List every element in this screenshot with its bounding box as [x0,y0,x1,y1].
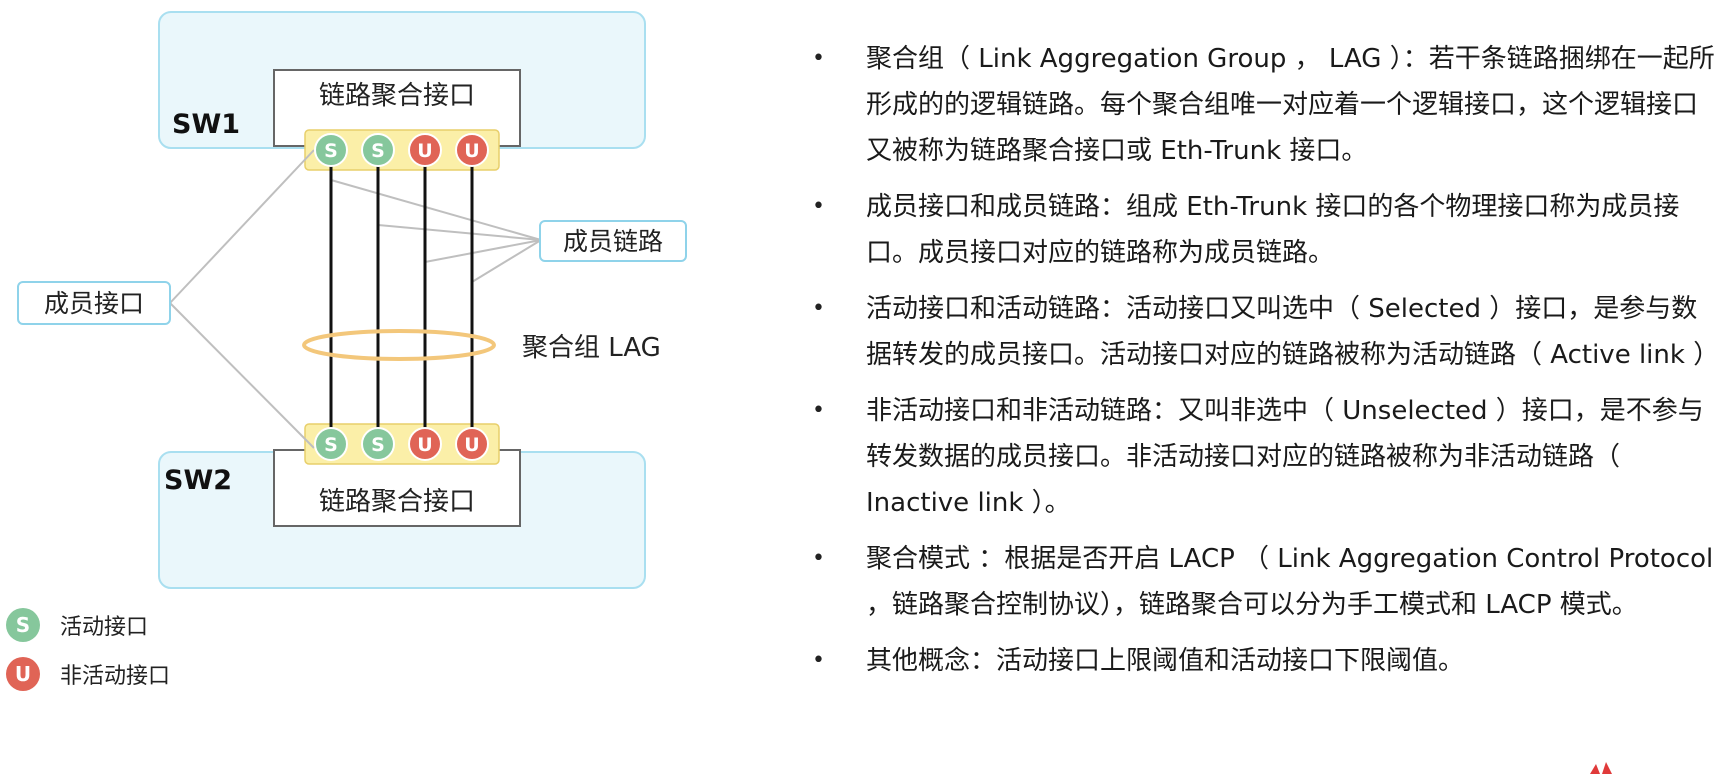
sw2-label: SW2 [164,465,232,496]
sw1-port-4-label: U [464,140,479,162]
bullet-icon: • [812,546,825,571]
lag-ellipse [302,329,496,361]
sw2-interface-label: 链路聚合接口 [319,487,475,517]
member-interface-callout [17,281,171,325]
sw1-port-strip [304,129,500,171]
sw1-port-1-active-icon [314,133,348,167]
member-link-pointer [471,239,542,283]
inactive-port-icon: U [6,657,40,691]
member-interface-pointer-bottom [169,302,315,449]
member-interface-pointer-top [169,149,315,304]
definition-text: 其他概念：活动接口上限阈值和活动接口下限阈值。 [866,646,1465,676]
definition-text: 成员接口和成员链路：组成 Eth-Trunk 接口的各个物理接口称为成员接口。成… [866,192,1680,268]
definition-item: • 聚合组（ Link Aggregation Group ， LAG ）：若干条… [800,36,1720,174]
sw2-port-3-label: U [417,434,432,456]
definition-item: • 其他概念：活动接口上限阈值和活动接口下限阈值。 [800,638,1720,684]
member-link-callout [539,220,687,262]
legend-active: S 活动接口 [6,607,148,643]
definition-item: • 成员接口和成员链路：组成 Eth-Trunk 接口的各个物理接口称为成员接口。… [800,184,1720,276]
sw1-port-4-inactive-icon [455,133,489,167]
bullet-icon: • [812,398,825,423]
sw1-port-2-label: S [371,140,385,162]
sw1-interface-label: 链路聚合接口 [319,81,475,111]
sw1-port-2-active-icon [361,133,395,167]
sw2-port-4-inactive-icon [455,427,489,461]
sw1-port-3-inactive-icon [408,133,442,167]
member-link-pointer [377,224,542,241]
bullet-icon: • [812,194,825,219]
member-link-label: 成员链路 [563,227,663,256]
lag-diagram: 链路聚合接口 链路聚合接口 SW1 SW2 聚合组 LAG 成员链路 成员接口 … [17,11,687,589]
definition-list: • 聚合组（ Link Aggregation Group ， LAG ）：若干条… [800,36,1720,694]
sw1-port-1-label: S [324,140,338,162]
logo-mark-icon [1590,762,1612,774]
definition-item: • 聚合模式 ：根据是否开启 LACP （ Link Aggregation Co… [800,536,1720,628]
bullet-icon: • [812,296,825,321]
definition-text: 聚合模式 ：根据是否开启 LACP （ Link Aggregation Con… [866,544,1714,620]
member-link-pointer [424,239,542,263]
definition-text: 聚合组（ Link Aggregation Group ， LAG ）：若干条链… [866,44,1715,166]
lag-label: 聚合组 LAG [522,333,661,363]
sw2-port-4-label: U [464,434,479,456]
legend-inactive-label: 非活动接口 [60,664,171,689]
legend-active-label: 活动接口 [60,615,149,640]
bullet-icon: • [812,46,825,71]
member-link-pointer [330,179,542,241]
sw2-port-1-label: S [324,434,338,456]
definition-text: 活动接口和活动链路：活动接口又叫选中（ Selected ）接口，是参与数据转发… [866,294,1720,370]
sw2-port-2-label: S [371,434,385,456]
definition-item: • 非活动接口和非活动链路：又叫非选中（ Unselected ）接口，是不参与转… [800,388,1720,526]
bullet-icon: • [812,648,825,673]
sw1-label: SW1 [172,109,240,140]
definition-text: 非活动接口和非活动链路：又叫非选中（ Unselected ）接口，是不参与转发… [866,396,1704,518]
sw2-port-2-active-icon [361,427,395,461]
sw2-port-1-active-icon [314,427,348,461]
member-interface-label: 成员接口 [44,289,144,318]
active-port-icon: S [6,608,40,642]
sw2-port-strip [304,423,500,465]
ports-layer: S S U U S S U U [314,133,489,461]
sw2-port-3-inactive-icon [408,427,442,461]
legend-inactive: U 非活动接口 [6,656,170,692]
definition-item: • 活动接口和活动链路：活动接口又叫选中（ Selected ）接口，是参与数据转… [800,286,1720,378]
sw1-port-3-label: U [417,140,432,162]
